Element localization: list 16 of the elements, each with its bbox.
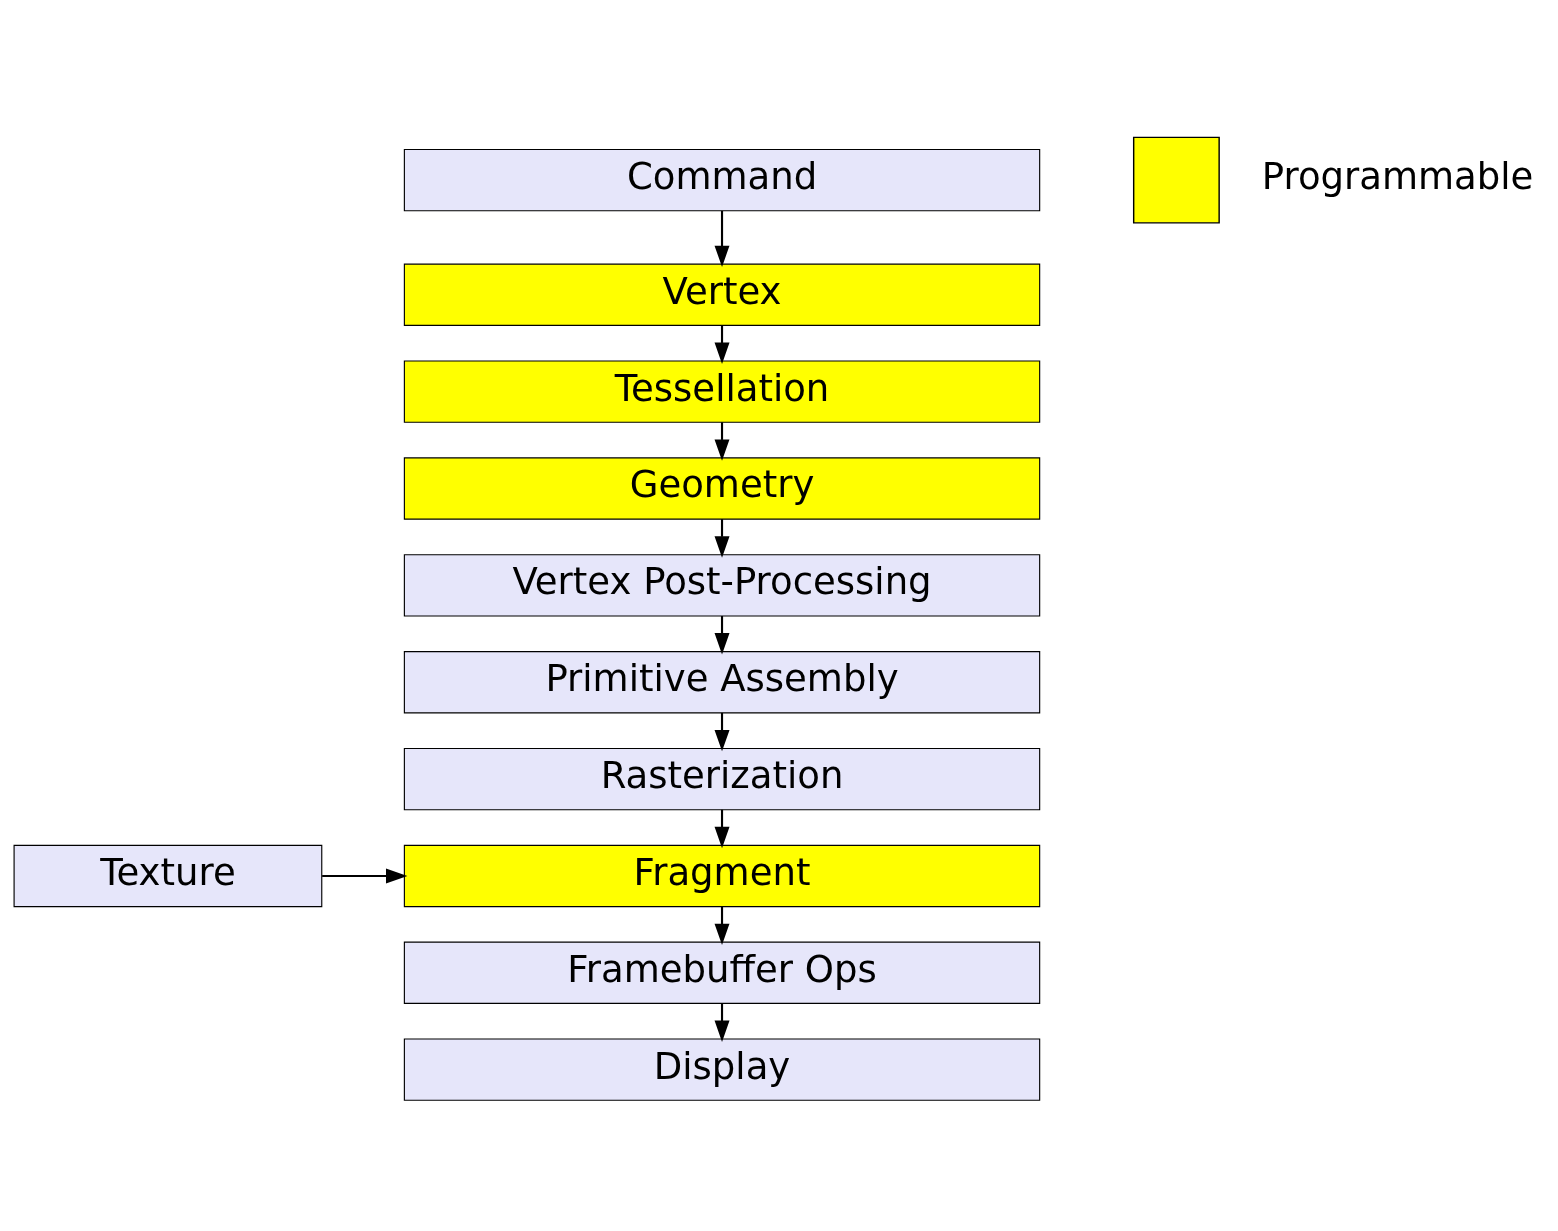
legend-label: Programmable	[1261, 154, 1534, 198]
node-box: Framebuffer Ops	[403, 941, 1041, 1004]
arrow	[322, 867, 408, 883]
node-box: Vertex Post-Processing	[403, 553, 1041, 617]
node-box: Vertex	[403, 263, 1041, 326]
node-box: Primitive Assembly	[403, 650, 1041, 713]
node-box: Geometry	[403, 456, 1041, 520]
node-box: Display	[403, 1038, 1041, 1101]
arrow	[714, 210, 730, 267]
node-box: Command	[403, 148, 1041, 211]
arrow	[714, 324, 730, 364]
arrow	[714, 1002, 730, 1042]
node-box: Fragment	[403, 844, 1041, 907]
node-box: Tessellation	[403, 359, 1041, 423]
node-box: Rasterization	[403, 747, 1041, 810]
node-box: Texture	[13, 844, 323, 907]
